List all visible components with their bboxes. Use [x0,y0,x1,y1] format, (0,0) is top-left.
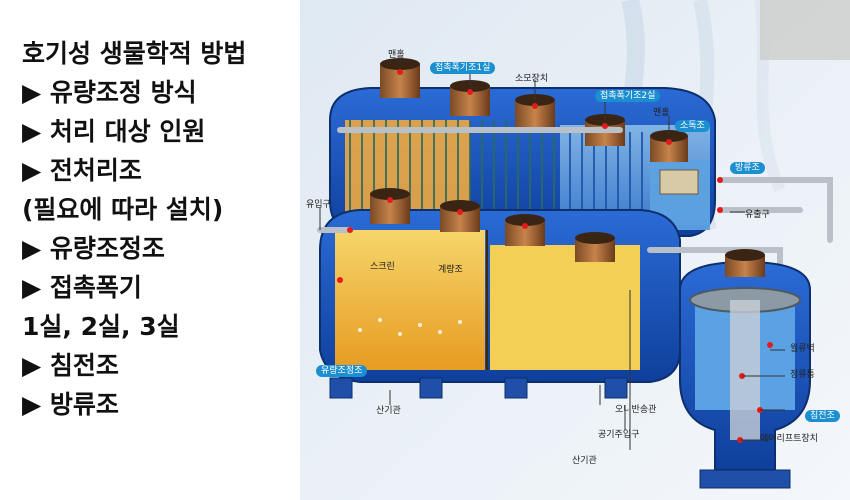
label-outlet: 유출구 [745,210,770,220]
text-column: 호기성 생물학적 방법 ▶ 유량조정 방식 ▶ 처리 대상 인원 ▶ 전처리조 … [22,34,312,424]
label-contact-aeration-1: 접촉폭기조1실 [430,62,496,74]
flow-adjust-chamber [335,230,485,370]
label-baffle: 월류벽 [790,344,815,354]
settling-base [699,469,791,489]
text-line-9: ▶ 침전조 [22,351,119,380]
label-disinfection: 소독조 [675,120,710,132]
label-discharge: 방류조 [730,162,765,174]
contact-media-1 [349,120,555,215]
label-sludge-return: 오니반송관 [615,405,657,415]
air-bubbles [358,318,462,336]
tank-supports [329,377,628,399]
top-right-rock [760,0,850,60]
settle-chamber-left [490,245,640,370]
label-defoamer: 소모장치 [515,74,549,84]
label-flow-adjust: 유량조정조 [316,365,368,377]
text-line-3: ▶ 처리 대상 인원 [22,117,206,146]
label-air-pipe-1: 산기관 [376,406,401,416]
text-line-4: ▶ 전처리조 [22,156,142,185]
text-line-1: 호기성 생물학적 방법 [22,39,247,68]
label-air-supply: 공기주입구 [598,430,640,440]
settling-riser [725,255,765,277]
text-line-5: (필요에 따라 설치) [22,195,224,224]
text-line-8: 1실, 2실, 3실 [22,312,180,341]
label-screen: 스크린 [370,262,395,272]
label-manhole-2: 맨홀 [653,108,670,118]
label-center-pipe: 정류통 [790,370,815,380]
label-settling: 침전조 [805,410,840,422]
text-line-10: ▶ 방류조 [22,390,119,419]
label-inlet: 유입구 [306,200,331,210]
manhole-risers [370,58,688,262]
label-manhole: 맨홀 [388,50,405,60]
label-contact-aeration-2: 접촉폭기조2실 [595,90,661,102]
contact-media-2 [569,132,643,220]
text-line-2: ▶ 유량조정 방식 [22,78,197,107]
pipes [317,127,833,303]
label-weir: 계량조 [438,265,463,275]
disinfection-unit [659,169,699,195]
label-airlift: 에어리프트장치 [760,434,818,444]
text-line-6: ▶ 유량조정조 [22,234,165,263]
label-air-pipe-2: 산기관 [572,456,597,466]
text-line-7: ▶ 접촉폭기 [22,273,142,302]
